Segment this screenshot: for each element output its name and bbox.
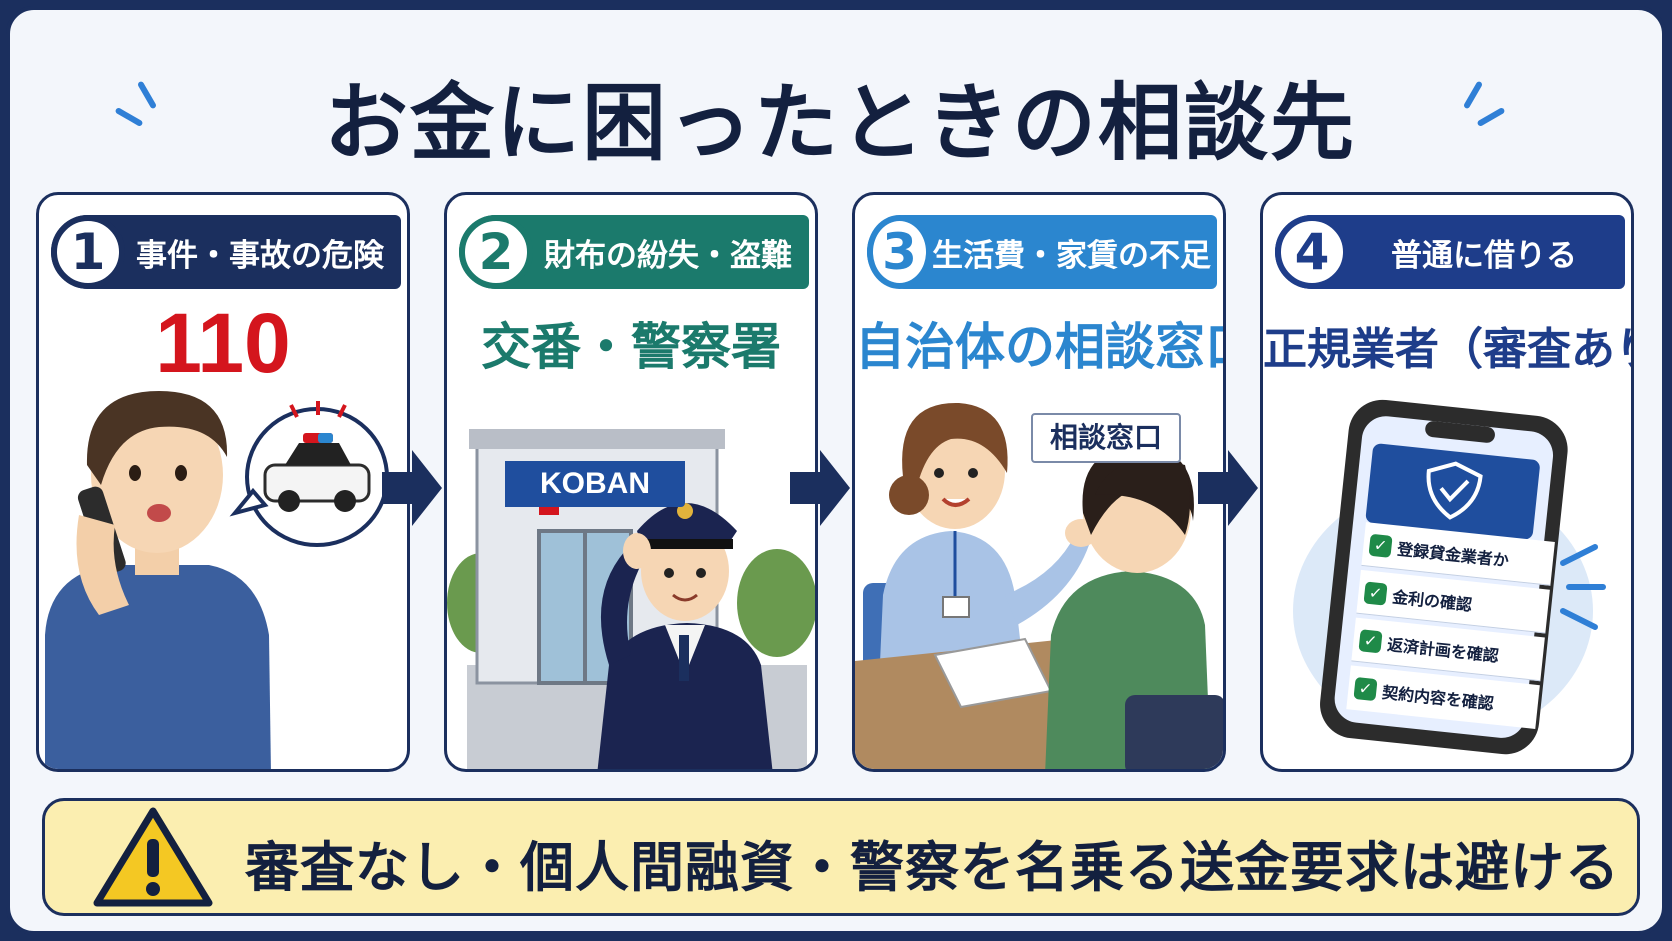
panel-2-number: 2 [459, 215, 533, 289]
panel-3-number: 3 [867, 215, 932, 289]
panel-1-header: 1 事件・事故の危険 [51, 215, 401, 289]
panel-4-number: 4 [1275, 215, 1349, 289]
consultation-illustration [855, 402, 1223, 769]
panel-3-label: 生活費・家賃の不足 [932, 237, 1211, 274]
check-icon: ✓ [1363, 580, 1388, 606]
panel-4-label: 普通に借りる [1391, 237, 1577, 274]
checklist-item-label: 返済計画を確認 [1386, 634, 1500, 666]
warning-text: 審査なし・個人間融資・警察を名乗る送金要求は避ける [245, 836, 1620, 899]
municipal-counter-label: 自治体の相談窓口 [855, 318, 1226, 376]
panel-1-number: 1 [51, 215, 125, 289]
checklist-item-label: 登録貸金業者か [1396, 539, 1510, 570]
regular-lender-label: 正規業者（審査あり） [1263, 324, 1631, 375]
panel-4-header: 4 普通に借りる [1275, 215, 1625, 289]
checklist-item-label: 金利の確認 [1391, 586, 1473, 615]
warning-banner: 審査なし・個人間融資・警察を名乗る送金要求は避ける [42, 798, 1640, 916]
arrow-right-icon [790, 450, 850, 526]
panel-2-header: 2 財布の紛失・盗難 [459, 215, 809, 289]
koban-sign: KOBAN [505, 461, 685, 507]
panel-1-label: 事件・事故の危険 [136, 237, 384, 274]
arrow-right-icon [382, 450, 442, 526]
check-icon: ✓ [1358, 628, 1383, 653]
person-calling-illustration [45, 391, 389, 769]
panel-lost-wallet: 2 財布の紛失・盗難 交番・警察署 KOBAN [444, 192, 818, 772]
panel-2-label: 財布の紛失・盗難 [544, 237, 792, 274]
infographic-frame: お金に困ったときの相談先 1 事件・事故の危険 110 [6, 6, 1666, 935]
checklist-item-label: 契約内容を確認 [1381, 682, 1495, 714]
arrow-right-icon [1198, 450, 1258, 526]
check-icon: ✓ [1368, 533, 1393, 558]
panel-emergency: 1 事件・事故の危険 110 [36, 192, 410, 772]
check-icon: ✓ [1353, 676, 1378, 702]
police-box-label: 交番・警察署 [481, 318, 781, 376]
panel-3-header: 3 生活費・家賃の不足 [867, 215, 1217, 289]
panel-regular-lender: 4 普通に借りる 正規業者（審査あり） ✓ 登録貸金業者か [1260, 192, 1634, 772]
emergency-number: 110 [155, 296, 291, 390]
page-title: お金に困ったときの相談先 [323, 74, 1356, 172]
panel-living-expenses: 3 生活費・家賃の不足 自治体の相談窓口 相談窓口 [852, 192, 1226, 772]
consultation-counter-sign: 相談窓口 [1031, 413, 1181, 463]
warning-icon [93, 807, 213, 907]
checklist: ✓ 登録貸金業者か ✓ 金利の確認 ✓ 返済計画を確認 ✓ 契約内容を確認 [1346, 522, 1555, 729]
